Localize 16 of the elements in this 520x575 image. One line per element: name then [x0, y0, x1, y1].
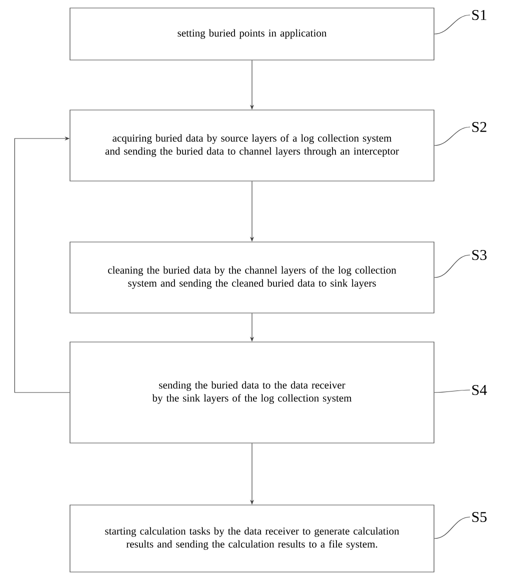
process-box: acquiring buried data by source layers of a log collection system and sending the buried data to channel layers through an interceptor — [70, 110, 434, 182]
process-box: starting calculation tasks by the data receiver to generate calculation results and sending the calculation results to a file system. — [70, 504, 434, 572]
process-box: sending the buried data to the data receiver by the sink layers of the log collection system — [70, 342, 434, 444]
step-label: S4 — [472, 384, 487, 396]
leader-line — [434, 516, 470, 539]
step-label: S3 — [472, 250, 487, 260]
process-box: setting buried points in application — [70, 8, 434, 60]
leader-line — [434, 14, 470, 34]
step-label: S2 — [472, 122, 486, 132]
leader-line — [434, 254, 470, 278]
leader-line — [434, 126, 470, 146]
feedback-arrow — [14, 136, 70, 393]
process-box: cleaning the buried data by the channel layers of the log collection system and sending the cleaned buried data to sink layers — [70, 242, 434, 314]
step-label: S1 — [472, 10, 486, 20]
leader-line — [434, 390, 470, 393]
step-label: S5 — [472, 512, 487, 522]
